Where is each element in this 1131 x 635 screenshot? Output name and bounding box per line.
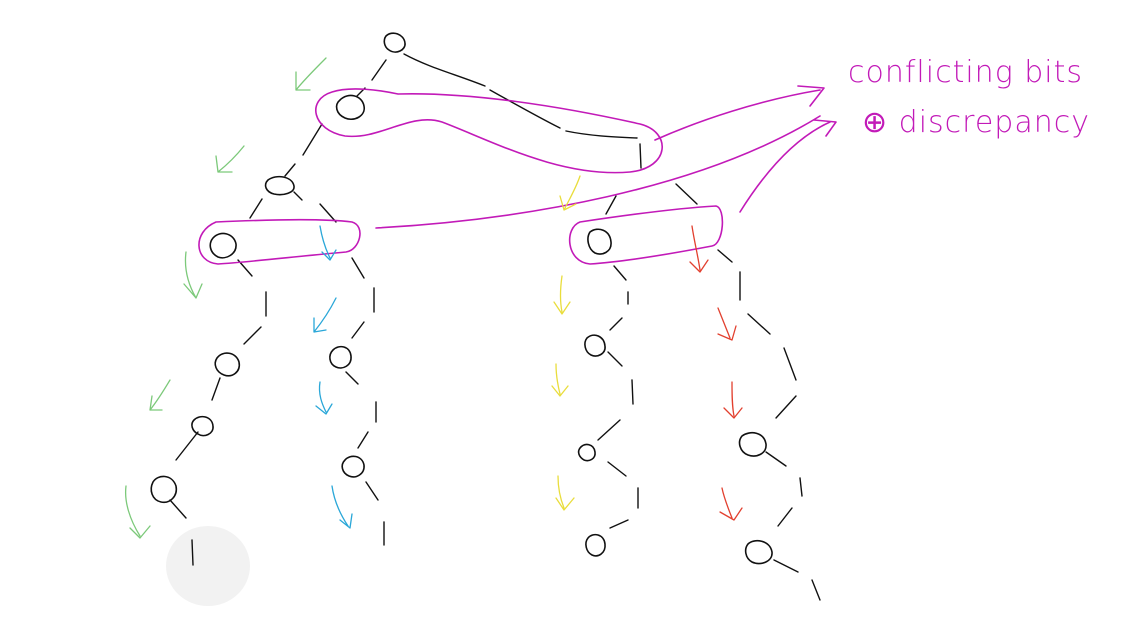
tree-edge bbox=[302, 123, 323, 156]
tree-edge bbox=[169, 499, 187, 519]
hand-drawn-down-arrow-icon bbox=[689, 225, 709, 273]
hand-drawn-circle-icon bbox=[341, 455, 365, 478]
hand-drawn-loop-icon bbox=[315, 88, 663, 174]
hand-drawn-circle-icon bbox=[264, 175, 295, 196]
tree-edge bbox=[357, 431, 369, 449]
tree-edge bbox=[799, 477, 803, 497]
smudge-mark bbox=[166, 526, 250, 606]
tree-edge bbox=[765, 451, 787, 467]
tree-edge bbox=[191, 539, 194, 566]
tree-edge bbox=[365, 481, 379, 501]
hand-drawn-circle-icon bbox=[209, 232, 237, 259]
tree-edges bbox=[169, 53, 821, 601]
tree-edge bbox=[293, 191, 303, 201]
tree-edge bbox=[675, 183, 698, 205]
annotation-discrepancy: ⊕ discrepancy bbox=[862, 105, 1090, 140]
tree-edge bbox=[175, 431, 199, 461]
arrowhead-icon bbox=[797, 85, 825, 107]
arrowhead-icon bbox=[813, 119, 837, 137]
tree-edge bbox=[565, 130, 638, 139]
tree-nodes bbox=[150, 32, 773, 565]
hand-drawn-circle-icon bbox=[150, 475, 178, 504]
hand-drawn-circle-icon bbox=[577, 443, 596, 462]
hand-drawn-circle-icon bbox=[191, 415, 214, 437]
tree-edge bbox=[489, 89, 561, 129]
tree-edge bbox=[607, 351, 623, 367]
blue-arrows bbox=[313, 225, 353, 529]
hand-drawn-circle-icon bbox=[584, 334, 606, 357]
connector-line bbox=[654, 89, 821, 141]
hand-drawn-down-arrow-icon bbox=[553, 275, 571, 315]
tree-edge bbox=[211, 377, 221, 401]
tree-edge bbox=[631, 379, 634, 405]
hand-drawn-down-arrow-icon bbox=[319, 225, 337, 261]
hand-drawn-down-arrow-icon bbox=[555, 475, 575, 511]
tree-edge bbox=[403, 53, 486, 87]
hand-drawn-circle-icon bbox=[738, 431, 767, 457]
hand-drawn-circle-icon bbox=[214, 352, 241, 377]
hand-drawn-down-arrow-icon bbox=[295, 57, 327, 91]
tree-edge bbox=[811, 579, 821, 601]
tree-edge bbox=[607, 461, 627, 477]
hand-drawn-circle-icon bbox=[335, 94, 365, 121]
hand-drawn-circle-icon bbox=[329, 345, 352, 369]
hand-drawn-circle-icon bbox=[587, 228, 612, 255]
tree-edge bbox=[284, 163, 296, 177]
hand-drawn-down-arrow-icon bbox=[149, 379, 171, 411]
hand-drawn-down-arrow-icon bbox=[183, 251, 203, 299]
hand-drawn-loop-icon bbox=[198, 218, 361, 265]
annotation-conflicting-bits: conflicting bits bbox=[848, 55, 1083, 90]
tree-edge bbox=[613, 265, 627, 281]
conflict-highlights bbox=[198, 85, 837, 265]
hand-drawn-down-arrow-icon bbox=[559, 175, 581, 211]
tree-edge bbox=[639, 143, 642, 169]
hand-drawn-down-arrow-icon bbox=[717, 307, 737, 341]
yellow-arrows bbox=[551, 175, 581, 511]
tree-edge bbox=[351, 257, 365, 279]
tree-edge bbox=[609, 317, 623, 331]
hand-drawn-down-arrow-icon bbox=[331, 485, 353, 529]
hand-drawn-circle-icon bbox=[383, 32, 406, 53]
tree-edge bbox=[597, 419, 621, 441]
tree-edge bbox=[773, 559, 799, 573]
hand-drawn-down-arrow-icon bbox=[313, 297, 337, 333]
tree-edge bbox=[775, 395, 797, 419]
hand-drawn-down-arrow-icon bbox=[719, 487, 743, 521]
tree-edge bbox=[243, 326, 262, 345]
tree-edge bbox=[249, 198, 263, 219]
connector-line bbox=[739, 121, 831, 213]
tree-edge bbox=[747, 313, 771, 335]
hand-drawn-down-arrow-icon bbox=[551, 363, 569, 397]
connector-line bbox=[375, 115, 821, 229]
tree-edge bbox=[783, 347, 797, 381]
hand-drawn-circle-icon bbox=[585, 533, 606, 557]
tree-edge bbox=[345, 371, 359, 385]
tree-edge bbox=[605, 195, 617, 215]
tree-edge bbox=[717, 249, 733, 263]
tree-edge bbox=[319, 203, 337, 223]
green-arrows bbox=[124, 57, 327, 539]
tree-edge bbox=[777, 507, 793, 527]
hand-drawn-circle-icon bbox=[744, 539, 773, 565]
hand-drawn-down-arrow-icon bbox=[215, 145, 245, 173]
tree-edge bbox=[351, 321, 365, 339]
hand-drawn-down-arrow-icon bbox=[723, 381, 743, 419]
hand-drawn-down-arrow-icon bbox=[124, 485, 151, 539]
red-arrows bbox=[689, 225, 743, 521]
hand-drawn-loop-icon bbox=[568, 205, 724, 265]
tree-edge bbox=[371, 59, 387, 81]
hand-drawn-down-arrow-icon bbox=[315, 381, 333, 415]
tree-edge bbox=[609, 519, 629, 529]
